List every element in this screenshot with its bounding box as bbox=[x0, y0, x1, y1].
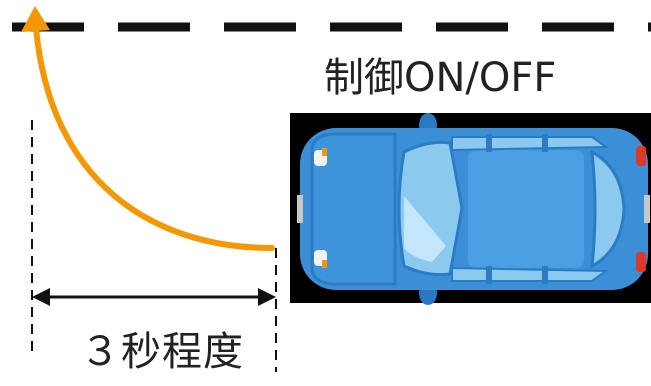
left-turn-arrow-icon bbox=[21, 6, 275, 251]
control-label: 制御ON/OFF bbox=[324, 55, 557, 101]
car-top-view-icon bbox=[290, 113, 651, 305]
duration-arrow-icon bbox=[32, 288, 276, 306]
duration-label: ３秒程度 bbox=[80, 329, 244, 375]
